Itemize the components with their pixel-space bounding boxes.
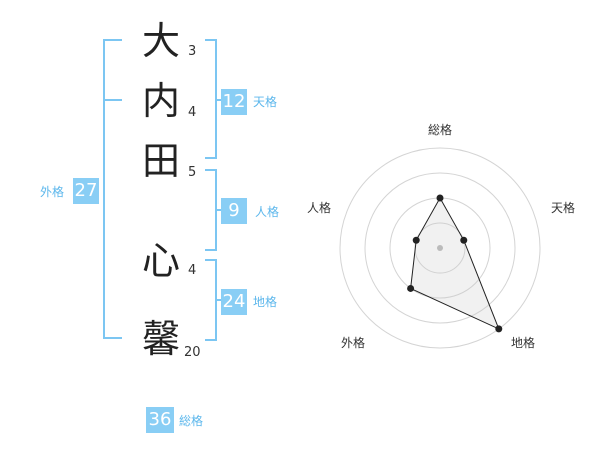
chikaku-badge: 24 (221, 289, 247, 315)
stroke-count-1: 3 (188, 44, 197, 59)
radar-point (460, 236, 468, 244)
radar-axis-label-jinkaku: 人格 (307, 201, 332, 215)
radar-ring (339, 147, 541, 349)
radar-point (495, 325, 503, 333)
radar-ring (364, 172, 516, 324)
gaikaku-badge: 27 (73, 178, 99, 204)
name-char-5: 馨 (141, 317, 180, 361)
name-char-3: 田 (141, 139, 180, 183)
jinkaku-label: 人格 (255, 205, 280, 219)
jinkaku-badge: 9 (221, 198, 247, 224)
radar-point (407, 284, 415, 292)
stroke-count-2: 4 (188, 105, 197, 120)
radar-area (410, 196, 500, 330)
name-char-1: 大 (141, 19, 180, 63)
chikaku-label: 地格 (253, 295, 278, 309)
soukaku-badge: 36 (146, 407, 174, 433)
radar-axis-label-soukaku: 総格 (428, 123, 453, 137)
radar-axis-label-chikaku: 地格 (511, 336, 536, 350)
radar-axis-label-gaikaku: 外格 (341, 336, 366, 350)
tenkaku-badge: 12 (221, 89, 247, 115)
stroke-count-5: 20 (184, 345, 201, 360)
gaikaku-label: 外格 (40, 185, 65, 199)
radar-point (436, 194, 444, 202)
stroke-count-3: 5 (188, 165, 197, 180)
radar-center-dot (437, 245, 443, 251)
name-char-2: 内 (141, 79, 180, 123)
name-char-4: 心 (141, 239, 180, 283)
soukaku-label: 総格 (179, 414, 204, 428)
tenkaku-label: 天格 (253, 95, 278, 109)
stroke-count-4: 4 (188, 263, 197, 278)
radar-axis-label-tenkaku: 天格 (551, 201, 576, 215)
radar-point (412, 236, 420, 244)
